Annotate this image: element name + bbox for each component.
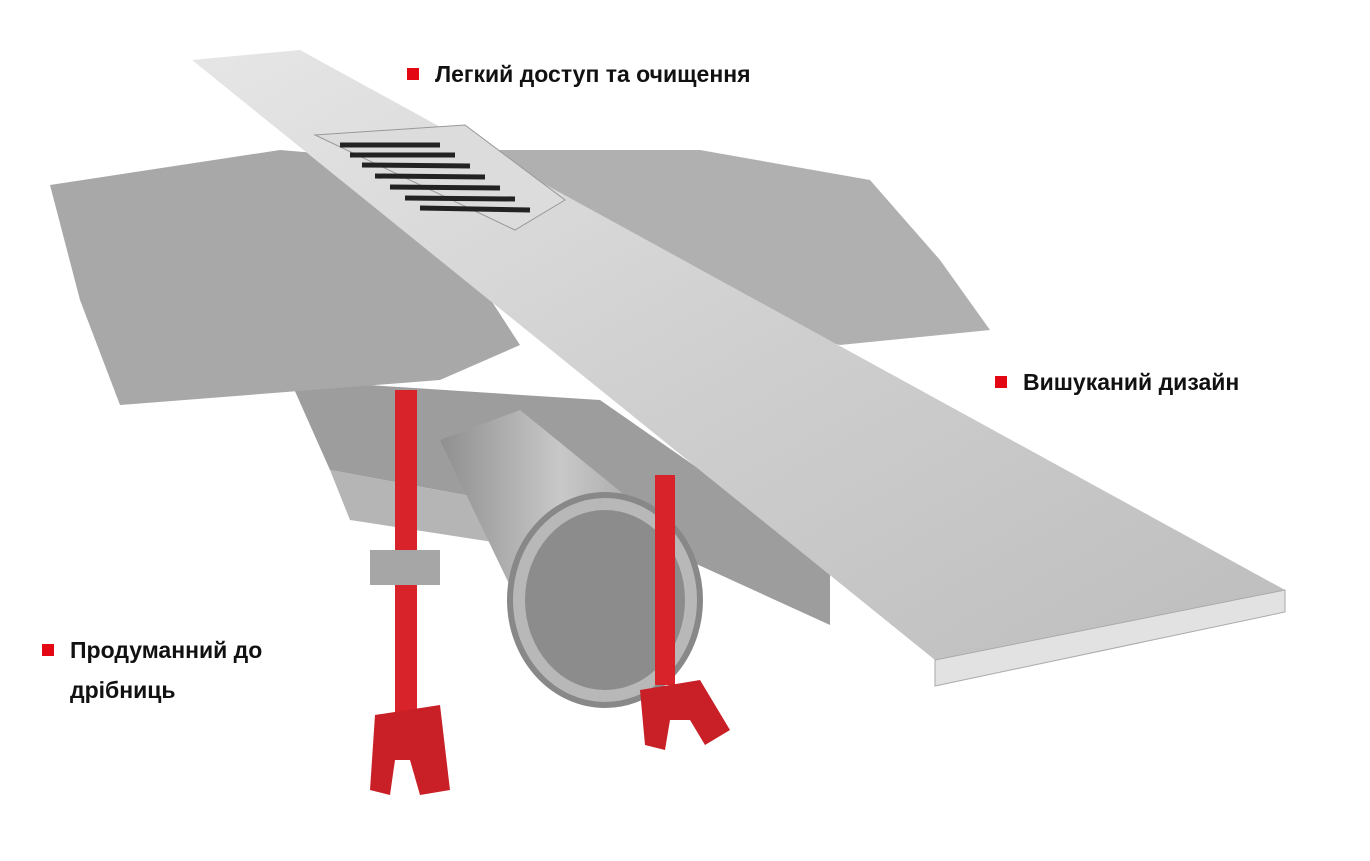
membrane-right — [480, 150, 990, 345]
feature-text: Вишуканий дизайн — [1023, 369, 1240, 395]
grate-slots — [340, 142, 531, 213]
screw-right — [655, 475, 675, 685]
feature-label-design: Вишуканий дизайн — [995, 362, 1239, 402]
bullet-icon — [995, 376, 1007, 388]
feature-text: Легкий доступ та очищення — [435, 61, 751, 87]
bullet-icon — [42, 644, 54, 656]
drain-cover-edge — [934, 589, 1286, 687]
clamp-left — [370, 550, 440, 585]
feature-label-access: Легкий доступ та очищення — [407, 54, 751, 94]
foot-right — [640, 680, 730, 750]
feature-text-line1: Продуманний до — [70, 637, 263, 663]
feature-label-detail: Продуманний до дрібниць — [42, 630, 262, 710]
foot-left — [370, 705, 450, 795]
pipe-inner — [525, 510, 685, 690]
feature-text-line2: дрібниць — [70, 677, 176, 703]
bullet-icon — [407, 68, 419, 80]
